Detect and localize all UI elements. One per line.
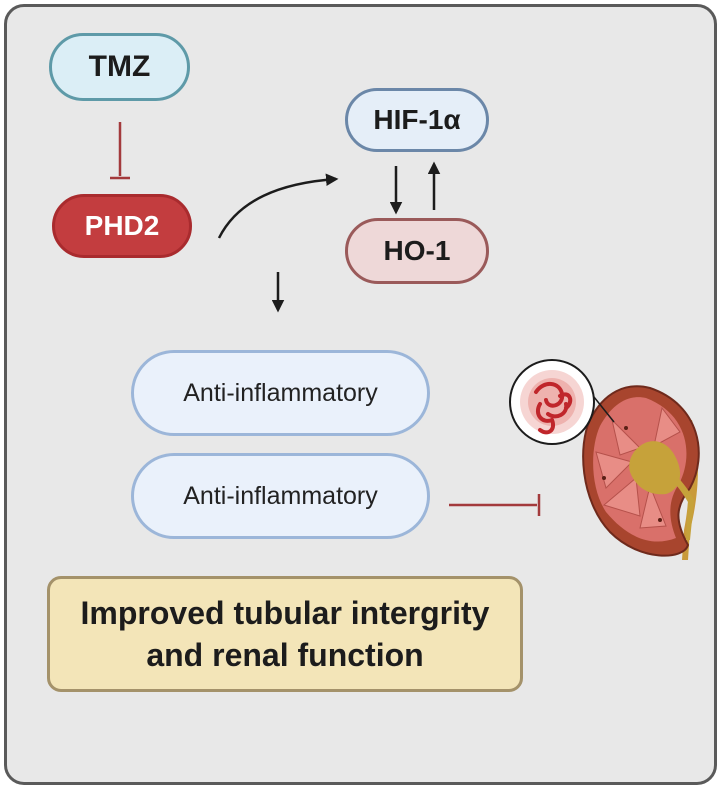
tmz-node: TMZ [49,33,190,101]
outcome-line-1: Improved tubular intergrity [80,595,490,631]
outcome-line-2: and renal function [146,637,424,673]
phd2-to-hif-curved-arrow [217,173,339,239]
kidney-icon [582,385,700,560]
tmz-inhibits-phd2-connector [110,122,130,180]
outcome-box: Improved tubular intergrity and renal fu… [47,576,523,692]
effect-inhibits-kidney-connector [449,494,541,516]
ho1-node: HO-1 [345,218,489,284]
glomerulus-magnifier-icon [509,359,595,445]
effect-box-2: Anti-inflammatory [131,453,430,539]
effect-box-1: Anti-inflammatory [131,350,430,436]
phd2-node: PHD2 [52,194,192,258]
hif1a-node: HIF-1α [345,88,489,152]
